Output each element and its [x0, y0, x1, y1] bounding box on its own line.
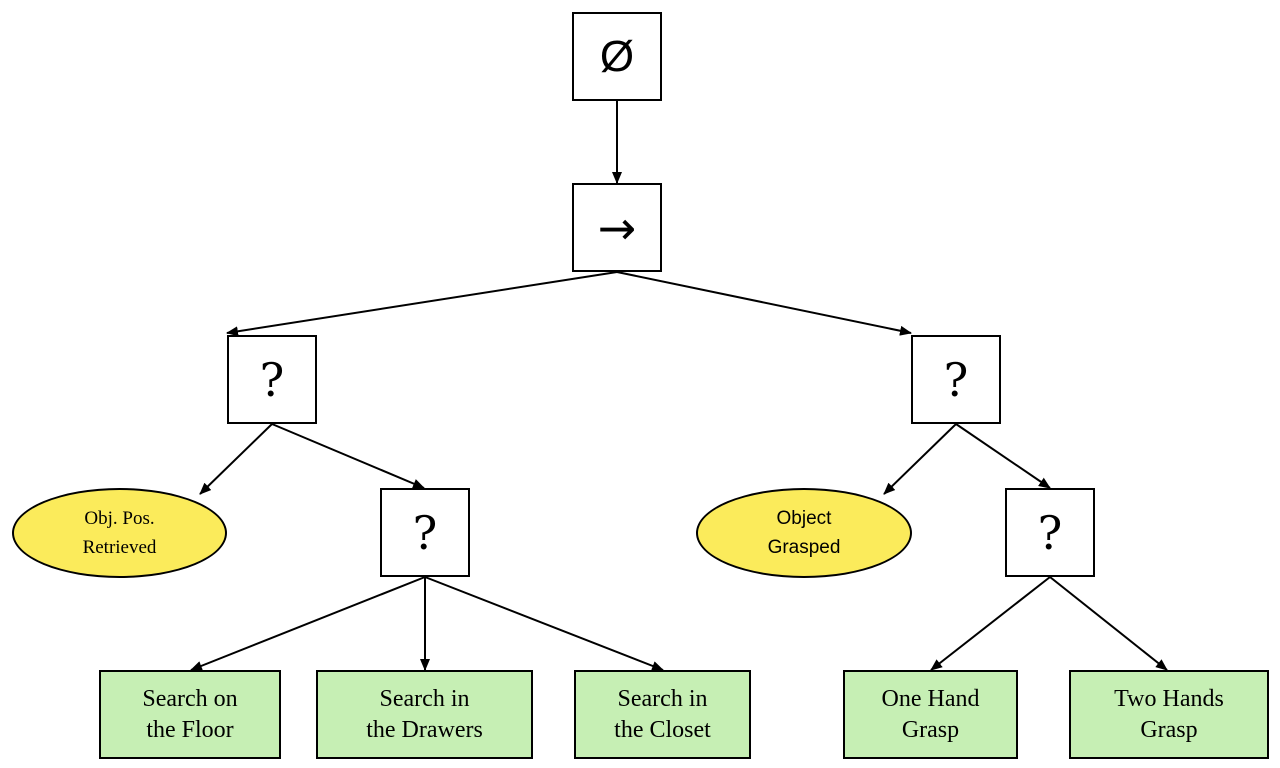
- action-search-floor: Search on the Floor: [99, 670, 281, 759]
- fallback-node-grasp: ?: [1005, 488, 1095, 577]
- edge-fallback-grasp-one-hand: [930, 576, 1051, 671]
- fallback-node-search: ?: [380, 488, 470, 577]
- sequence-node: →: [572, 183, 662, 272]
- condition-obj-pos-retrieved: Obj. Pos. Retrieved: [12, 488, 227, 578]
- edge-fallback-grasp-two-hands: [1049, 576, 1168, 671]
- condition-object-grasped: Object Grasped: [696, 488, 912, 578]
- action-two-hands-grasp: Two Hands Grasp: [1069, 670, 1269, 759]
- condition-label: Object Grasped: [767, 508, 841, 558]
- edge-fallback-left-cond-pos: [199, 423, 273, 495]
- edge-fallback-right-fallback-grasp: [955, 423, 1051, 489]
- action-label: One Hand Grasp: [881, 685, 980, 743]
- edge-fallback-left-fallback-search: [271, 423, 425, 489]
- edge-fallback-search-floor: [190, 576, 426, 671]
- action-search-drawers: Search in the Drawers: [316, 670, 533, 759]
- action-label: Search on the Floor: [142, 685, 238, 743]
- edge-fallback-search-closet: [424, 576, 664, 671]
- fallback-node-right: ?: [911, 335, 1001, 424]
- action-label: Two Hands Grasp: [1114, 685, 1224, 743]
- edge-sequence-fallback-left: [226, 271, 618, 337]
- action-search-closet: Search in the Closet: [574, 670, 751, 759]
- fallback-node-left: ?: [227, 335, 317, 424]
- root-node: Ø: [572, 12, 662, 101]
- action-one-hand-grasp: One Hand Grasp: [843, 670, 1018, 759]
- action-label: Search in the Drawers: [366, 685, 483, 743]
- edge-fallback-right-cond-grasped: [883, 423, 957, 495]
- edge-sequence-fallback-right: [616, 271, 912, 336]
- condition-label: Obj. Pos. Retrieved: [82, 508, 157, 558]
- action-label: Search in the Closet: [614, 685, 711, 743]
